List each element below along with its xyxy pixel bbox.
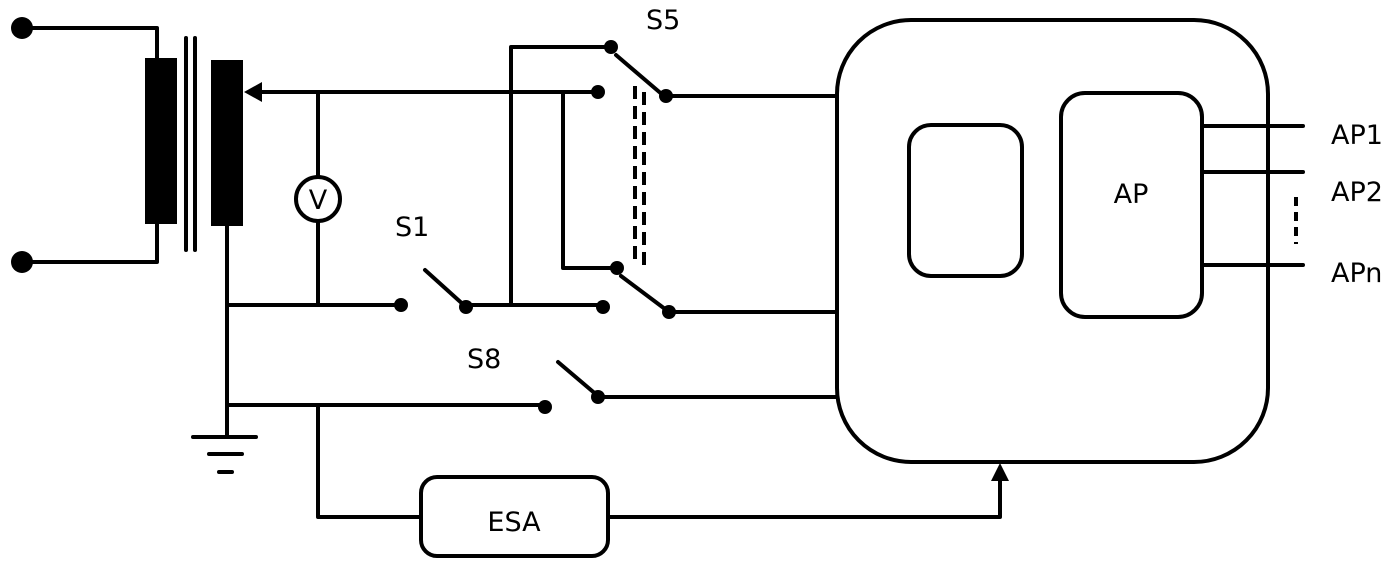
ground-symbol [191,435,258,474]
input-terminal-top [11,17,33,39]
ap2-label: AP2 [1331,177,1383,208]
voltmeter-symbol [294,175,342,223]
mains-part-box [907,123,1024,278]
transformer [145,36,243,437]
esa-label: ESA [487,507,541,538]
tap-arrow-head [244,82,262,102]
applied-part-label: AP [1114,179,1149,210]
ap1-label: AP1 [1331,120,1383,151]
esa-output-wire [606,476,1002,519]
switch-s5: S5 [509,5,680,319]
applied-part: AP AP1 AP2 APn [1059,91,1383,319]
input-terminals [11,17,159,273]
esa-input-wire [316,403,423,519]
s8-label: S8 [467,344,501,375]
s5-blade-top [614,53,666,98]
s5-contact-bottom-normal [596,300,610,314]
s1-contact-left [394,298,408,312]
s5-blade-bottom [619,274,671,314]
s1-label: S1 [395,212,429,243]
input-terminal-bottom [11,251,33,273]
s5-contact-top-alt [604,40,618,54]
apn-label: APn [1331,258,1382,289]
primary-lead-bottom [26,220,159,264]
s1-blade [423,268,468,309]
s5-contact-top-normal [591,85,605,99]
voltmeter-label: V [309,185,328,216]
primary-winding [145,58,177,224]
s5-contact-bottom-alt [610,261,624,275]
esa-arrow-head [991,463,1009,481]
applied-part-box [1059,91,1204,319]
s8-blade [556,360,600,398]
switch-s1: S1 [225,212,605,314]
s5-bridge-wire-bottom [561,90,619,270]
secondary-winding [211,60,243,226]
s5-label: S5 [646,5,680,36]
esa-device: ESA [316,403,1009,558]
s5-bridge-wire-top [509,45,613,307]
s8-contact-left [538,400,552,414]
voltmeter: V [294,90,342,307]
primary-lead-top [26,26,159,62]
